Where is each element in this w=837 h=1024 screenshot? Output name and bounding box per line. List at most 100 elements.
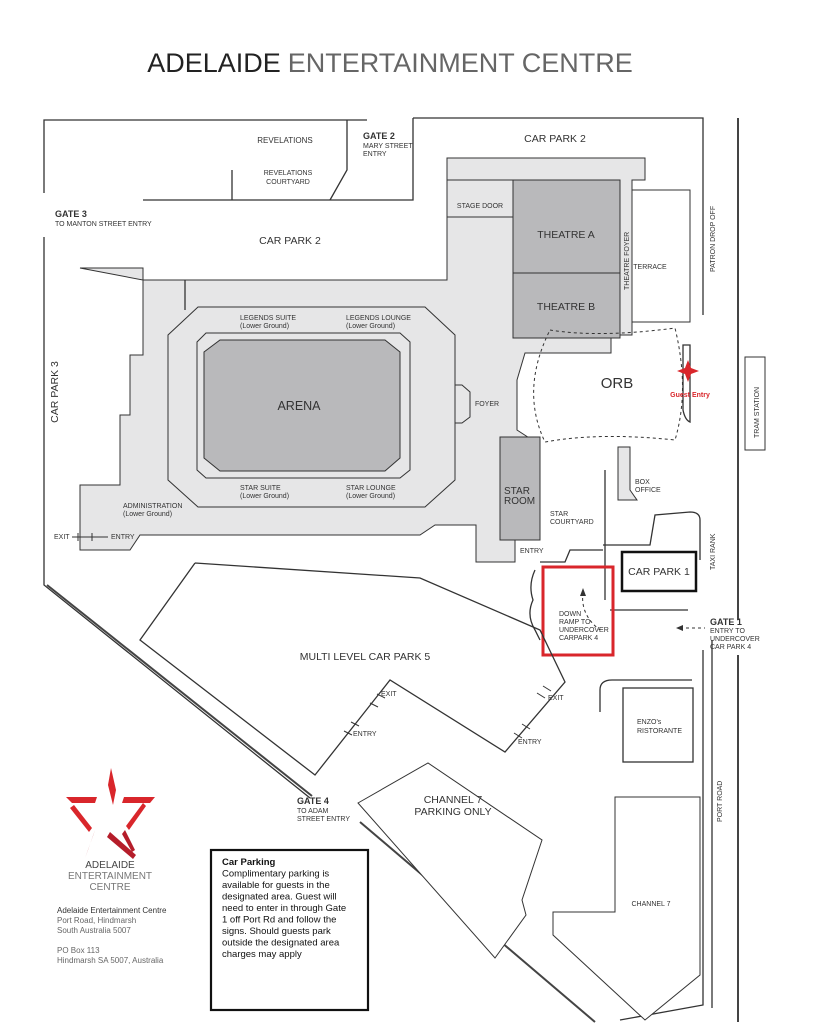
map-shape — [126, 803, 146, 830]
map-shape — [343, 730, 353, 736]
map-shape — [143, 118, 414, 201]
labels-administration-1-text: (Lower Ground) — [123, 511, 172, 518]
map-shape — [369, 702, 379, 708]
labels-legends-suite-1-text: (Lower Ground) — [240, 323, 289, 330]
map-shape: LEGENDS LOUNGE(Lower Ground) — [346, 315, 411, 330]
labels-enzos-1-text: RISTORANTE — [637, 728, 682, 735]
labels-tram-station-text: TRAM STATION — [754, 387, 761, 438]
title-part2-text: ENTERTAINMENT CENTRE — [288, 48, 633, 78]
map-shape — [542, 685, 552, 692]
map-shape — [46, 584, 313, 797]
labels-legends-lounge-0-text: LEGENDS LOUNGE — [346, 315, 411, 322]
gate-ticks — [72, 533, 552, 739]
parking-info-lines-0-text: Complimentary parking is — [222, 869, 329, 880]
parking-info-lines-1-text: available for guests in the — [222, 880, 330, 891]
enzos-ristorante — [622, 687, 694, 763]
labels-legends-lounge-1-text: (Lower Ground) — [346, 323, 395, 330]
address-lines-1-text: Port Road, Hindmarsh — [57, 916, 136, 925]
arrow-up-icon — [580, 588, 586, 596]
guest-entry-drop-off — [682, 344, 691, 423]
labels-theatre-foyer-text: THEATRE FOYER — [624, 232, 631, 290]
parking-info-lines-5-text: signs. Should guests park — [222, 926, 331, 937]
labels-taxi-rank-text: TAXI RANK — [710, 533, 717, 570]
address-po-lines-0-text: PO Box 113 — [57, 946, 100, 955]
labels-star-room-1-text: ROOM — [504, 496, 535, 507]
labels-gate2-lines-0-text: MARY STREET — [363, 143, 413, 150]
labels-gate1-title-text: GATE 1 — [710, 617, 742, 627]
labels-gate4-lines-0-text: TO ADAM — [297, 808, 329, 815]
parking-info-lines-4-text: 1 off Port Rd and follow the — [222, 915, 336, 926]
map-shape — [329, 120, 348, 201]
labels-gate4-title-text: GATE 4 — [297, 796, 329, 806]
map-shape — [603, 511, 701, 560]
labels-entry-text: ENTRY — [353, 731, 377, 738]
map-shape — [122, 830, 135, 852]
guest-entry-star-icon — [677, 360, 699, 382]
labels-theatre-a-text: THEATRE A — [537, 229, 595, 241]
map-shape — [413, 117, 704, 315]
labels-car-park-2-text: CAR PARK 2 — [259, 235, 321, 247]
labels-gate2-title-text: GATE 2 — [363, 131, 395, 141]
map-shape — [108, 768, 116, 805]
address-po-lines-1-text: Hindmarsh SA 5007, Australia — [57, 956, 164, 965]
labels-orb-text: ORB — [601, 375, 634, 392]
map-shape — [70, 805, 92, 832]
map-shape — [521, 723, 531, 730]
labels-entry-text: ENTRY — [518, 739, 542, 746]
site-boundaries — [43, 117, 739, 1023]
map-shape — [599, 679, 692, 712]
labels-exit-text: EXIT — [381, 691, 397, 698]
labels-star-suite-0-text: STAR SUITE — [240, 485, 281, 492]
star-room — [499, 436, 541, 541]
labels-patron-drop-off-text: PATRON DROP OFF — [710, 206, 717, 272]
labels-gate1-lines-1-text: UNDERCOVER — [710, 636, 760, 643]
labels-star-lounge-0-text: STAR LOUNGE — [346, 485, 396, 492]
address-lines-2-text: South Australia 5007 — [57, 926, 131, 935]
map-shape: ADMINISTRATION(Lower Ground) — [123, 503, 182, 518]
box-office — [617, 446, 638, 501]
labels-terrace-text: TERRACE — [633, 264, 667, 271]
map-shape: STAR SUITE(Lower Ground) — [240, 485, 289, 500]
map-shape — [540, 549, 603, 563]
labels-gate3-title-text: GATE 3 — [55, 209, 87, 219]
car-park-1 — [620, 550, 698, 593]
map-shape — [43, 237, 311, 799]
theatre-b — [512, 272, 621, 339]
address-lines-0-text: Adelaide Entertainment Centre — [57, 906, 167, 915]
parking-info-lines-2-text: designated area. Guest will — [222, 892, 337, 903]
labels-gate4-lines-1-text: STREET ENTRY — [297, 816, 350, 823]
labels-gate3-lines-0-text: TO MANTON STREET ENTRY — [55, 221, 152, 228]
map-shape: LEGENDS SUITE(Lower Ground) — [240, 315, 296, 330]
labels-star-lounge-1-text: (Lower Ground) — [346, 493, 395, 500]
map-shape — [66, 797, 97, 803]
map-shape — [107, 832, 136, 859]
labels-car-park-3-text: CAR PARK 3 — [49, 361, 61, 423]
labels-box-office-1-text: OFFICE — [635, 487, 661, 494]
map-shape — [85, 830, 95, 858]
logo-lines-0-text: ADELAIDE — [85, 860, 135, 871]
foyer-block — [454, 384, 471, 424]
labels-revelations-courtyard-1-text: COURTYARD — [266, 179, 310, 186]
arrow-left-icon — [676, 625, 683, 631]
parking-info-title-text: Car Parking — [222, 857, 276, 868]
stage-door — [446, 179, 514, 218]
map-shape — [350, 721, 360, 727]
map-shape — [122, 797, 155, 803]
labels-down-ramp-2-text: UNDERCOVER — [559, 627, 609, 634]
labels-legends-suite-0-text: LEGENDS SUITE — [240, 315, 296, 322]
labels-administration-0-text: ADMINISTRATION — [123, 503, 182, 510]
labels-car-park-2-top-text: CAR PARK 2 — [524, 133, 586, 145]
labels-star-courtyard-1-text: COURTYARD — [550, 519, 594, 526]
